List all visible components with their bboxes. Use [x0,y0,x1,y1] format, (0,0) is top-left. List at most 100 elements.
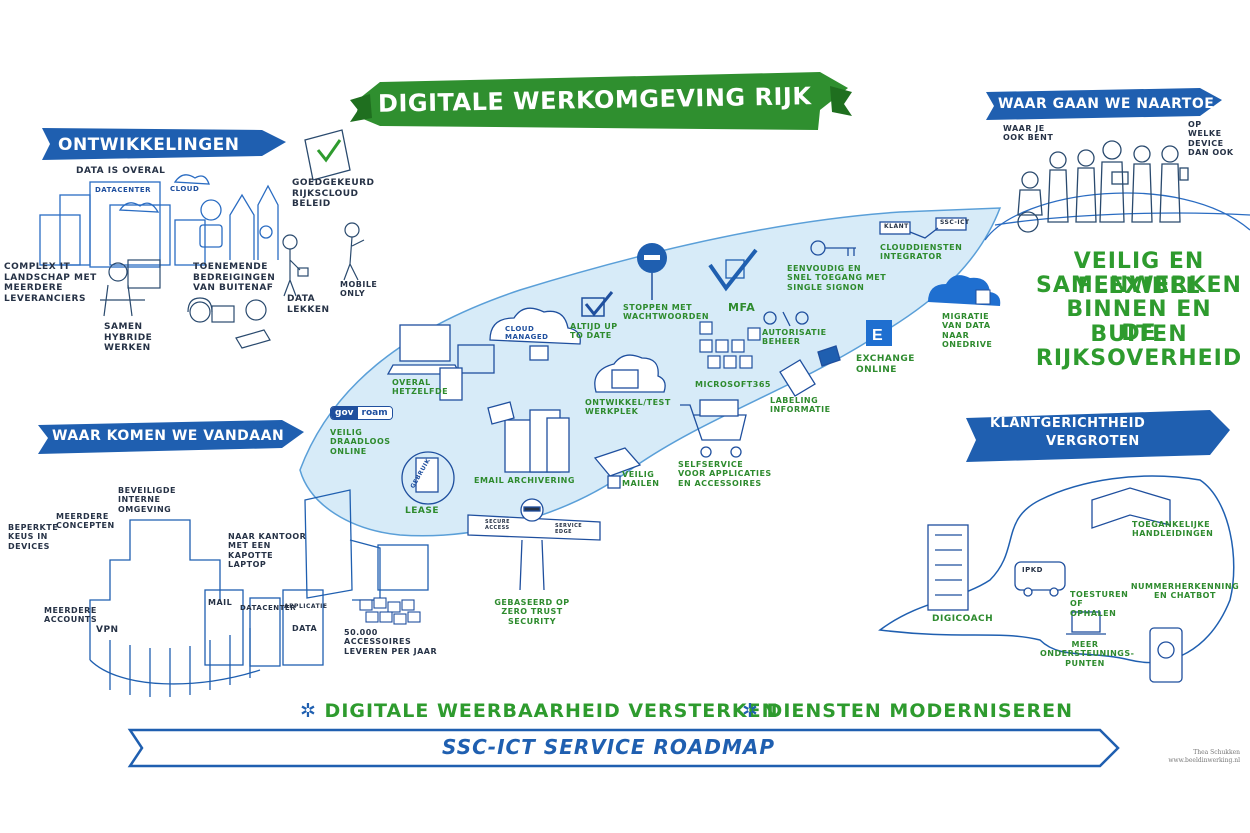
roadmap-title: SSC-ICT SERVICE ROADMAP [442,735,776,759]
label-klant: KLANT [884,223,909,230]
label-cloud-managed: CLOUD MANAGED [505,325,549,342]
klant-ribbon [966,410,1230,462]
label-goedgekeurd: GOEDGEKEURD RIJKSCLOUD BELEID [292,178,375,210]
label-beveiligde: BEVEILIGDE INTERNE OMGEVING [118,486,176,514]
label-meer: MEER ONDERSTEUNINGS-PUNTEN [1040,640,1135,668]
castle-illustration [89,489,429,697]
label-beperkte: BEPERKTE KEUS IN DEVICES [8,523,59,551]
label-zero-trust: GEBASEERD OP ZERO TRUST SECURITY [494,598,570,626]
desk-worker-illustration [100,259,161,317]
veilig-line-2: SAMENWERKEN [1036,273,1242,298]
label-veilig-mailen: VEILIG MAILEN [622,470,660,489]
label-ssc-ict-tag: SSC-ICT [940,219,970,226]
label-accessoires: 50.000 ACCESSOIRES LEVEREN PER JAAR [344,628,438,656]
label-ontwikkel: ONTWIKKEL/TEST WERKPLEK [585,398,671,417]
label-eenvoudig: EENVOUDIG EN SNEL TOEGANG MET SINGLE SIG… [787,264,887,292]
label-altijd: ALTIJD UP TO DATE [570,322,618,341]
handshake-icon [879,217,967,239]
label-meerdere-accounts: MEERDERE ACCOUNTS [44,606,98,625]
microsoft365-icons [699,321,761,369]
section-title-klant-1: KLANTGERICHTHEID [990,416,1146,431]
section-title-klant-2: VERGROTEN [1046,434,1140,449]
waar-gaan-ribbon [986,88,1222,120]
walking-people-illustration [282,222,365,297]
server-illustration [487,401,570,473]
title-ribbon [350,72,852,130]
label-nummerherkenning: NUMMERHERKENNING EN CHATBOT [1130,582,1240,601]
clipboard-check-illustration [304,129,351,181]
label-bedreigingen: TOENEMENDE BEDREIGINGEN VAN BUITENAF [193,262,276,294]
label-clouddiensten: CLOUDDIENSTEN INTEGRATOR [880,243,963,262]
label-datacenter-castle: DATACENTER [240,604,297,612]
label-lease: LEASE [405,506,439,516]
label-stoppen: STOPPEN MET WACHTWOORDEN [623,303,710,322]
onedrive-cloud-icon [928,275,1001,306]
netherlands-map-outline [878,475,1235,664]
ontwikkelingen-ribbon [42,128,286,160]
label-cloud: CLOUD [170,185,200,193]
signature: Thea Schukken www.beeldinwerking.nl [1150,749,1240,765]
label-vpn: VPN [96,625,119,635]
checkbox-icon [581,291,614,317]
label-migratie: MIGRATIE VAN DATA NAAR ONEDRIVE [942,312,993,350]
section-title-waar-komen: WAAR KOMEN WE VANDAAN [52,428,285,444]
office-building-illustration [927,524,969,611]
globe-illustration [984,192,1250,241]
headset-people-illustration [187,297,271,349]
security-guard-illustration [467,498,601,591]
tags-icon [779,345,841,397]
section-title-ontwikkelingen: ONTWIKKELINGEN [58,135,240,155]
label-toegankelijke: TOEGANKELIJKE HANDLEIDINGEN [1132,520,1214,539]
label-samen-hybride: SAMEN HYBRIDE WERKEN [104,322,153,354]
van-illustration [1014,561,1066,597]
label-datacenter: DATACENTER [95,186,152,194]
shopping-cart-illustration [680,399,747,458]
label-meerdere-concepten: MEERDERE CONCEPTEN [56,512,115,531]
label-data-lekken: DATA LEKKEN [287,294,330,315]
phone-illustration [1149,627,1183,683]
label-data-castle: DATA [292,624,318,633]
label-secure-access: SECURE ACCESS [485,519,511,531]
label-email-archivering: EMAIL ARCHIVERING [474,476,575,485]
label-labeling: LABELING INFORMATIE [770,396,831,415]
section-title-waar-gaan: WAAR GAAN WE NAARTOE [998,96,1215,112]
label-microsoft: MICROSOFT365 [695,380,771,389]
label-mail: MAIL [208,598,233,607]
label-mfa: MFA [728,301,756,314]
label-veilig-draadloos: VEILIG DRAADLOOS ONLINE [330,428,391,456]
boxes-illustration [359,597,421,625]
city-skyline-illustration [39,174,279,268]
mfa-check-icon [708,248,758,292]
label-data-overal: DATA IS OVERAL [76,166,166,176]
govroam-roam: roam [357,407,392,419]
label-waar-je-ook-bent: WAAR JE OOK BENT [1003,124,1054,143]
label-complex: COMPLEX IT LANDSCHAP MET MEERDERE LEVERA… [4,262,97,304]
veilig-line-3: BINNEN EN BUITEN [1066,297,1212,347]
label-mobile-only: MOBILE ONLY [340,280,378,299]
label-digicoach: DIGICOACH [932,614,994,624]
svg-text:E: E [872,327,883,344]
bullet-moderniseren-text: DIENSTEN MODERNISEREN [766,700,1073,722]
govroam-badge: gov roam [330,406,393,420]
label-toesturen: TOESTUREN OF OPHALEN [1070,590,1129,618]
bullet-weerbaarheid-text: DIGITALE WEERBAARHEID VERSTERKEN [324,700,779,722]
bullet-moderniseren: ✲ DIENSTEN MODERNISEREN [742,700,1073,722]
key-icon [810,240,856,256]
label-op-welke-device: OP WELKE DEVICE DAN OOK [1188,120,1234,158]
exchange-icon: E [866,320,892,346]
veilig-line-4: DE RIJKSOVERHEID [1035,321,1243,371]
star-icon: ✲ [742,700,767,722]
label-service-edge: SERVICE EDGE [555,523,583,535]
waar-komen-ribbon [38,420,304,454]
ontwikkel-cloud-illustration [594,354,666,393]
laptop-tablets-illustration [386,324,495,401]
book-illustration [1091,487,1171,529]
label-exchange: EXCHANGE ONLINE [856,354,915,375]
bullet-weerbaarheid: ✲ DIGITALE WEERBAARHEID VERSTERKEN [300,700,779,722]
autorisatie-icons [763,311,809,327]
veilig-line-1: VEILIG EN FLEXIBEL [1073,249,1205,299]
label-ipkd: IPKD [1022,566,1043,574]
govroam-gov: gov [331,407,358,419]
cloud-managed-illustration [489,307,581,361]
